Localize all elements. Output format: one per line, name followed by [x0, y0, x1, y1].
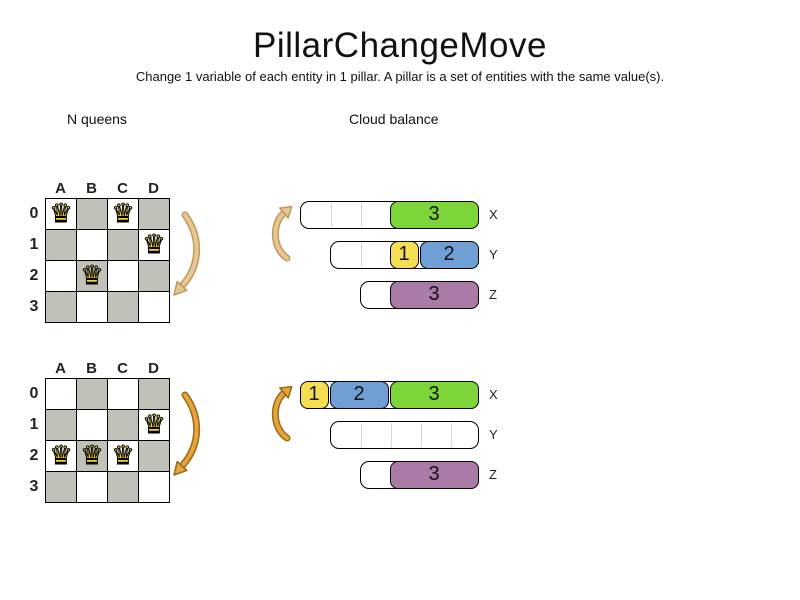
cloud-bar-y-after — [330, 421, 479, 449]
board-cell: ♛ — [77, 441, 107, 472]
board-cell — [139, 379, 169, 409]
slot-divider — [391, 423, 392, 447]
board-cell — [46, 230, 76, 260]
column-header: D — [148, 360, 159, 377]
cloud-bar-z-after: 3 — [360, 460, 479, 489]
bar-label-z: Z — [489, 467, 497, 482]
board-cell — [139, 472, 169, 502]
column-header: D — [148, 180, 159, 197]
row-header: 2 — [29, 447, 39, 464]
board-cell — [108, 261, 138, 291]
nqueens-section-label: N queens — [67, 111, 127, 127]
board-cell: ♛ — [46, 441, 76, 472]
board-cell: ♛ — [108, 199, 138, 230]
row-header: 0 — [29, 385, 39, 402]
board-column-headers: A B C D — [45, 360, 170, 377]
move-arrow-up-icon — [271, 385, 293, 442]
cloud-balance-section-label: Cloud balance — [349, 111, 439, 127]
row-header: 2 — [29, 267, 39, 284]
column-header: B — [86, 360, 97, 377]
chessboard-after: ♛ ♛ ♛ ♛ — [45, 378, 170, 503]
bar-label-x: X — [489, 387, 498, 402]
board-cell — [108, 410, 138, 440]
slot-divider — [361, 243, 362, 267]
board-cell — [108, 292, 138, 322]
queen-icon: ♛ — [142, 230, 166, 261]
row-header: 1 — [29, 236, 39, 253]
board-cell — [46, 292, 76, 322]
slot-divider — [331, 203, 332, 227]
row-header: 3 — [29, 478, 39, 495]
bar-label-z: Z — [489, 287, 497, 302]
process-block: 3 — [389, 460, 479, 489]
board-cell — [139, 441, 169, 471]
board-cell — [77, 379, 107, 409]
column-header: C — [117, 180, 128, 197]
board-cell: ♛ — [108, 441, 138, 472]
board-cell: ♛ — [139, 410, 169, 441]
process-block: 2 — [329, 380, 389, 409]
slot-divider — [361, 423, 362, 447]
board-cell — [139, 199, 169, 229]
queen-icon: ♛ — [80, 441, 104, 472]
queen-icon: ♛ — [142, 410, 166, 441]
queen-icon: ♛ — [49, 441, 73, 472]
cloud-bar-z-before: 3 — [360, 280, 479, 309]
slot-divider — [361, 203, 362, 227]
chessboard-before: ♛ ♛ ♛ ♛ — [45, 198, 170, 323]
bar-label-y: Y — [489, 427, 498, 442]
cloud-bar-x-after: 1 2 3 — [299, 380, 479, 409]
process-block: 3 — [389, 280, 479, 309]
board-cell: ♛ — [46, 199, 76, 230]
move-arrow-down-icon — [173, 211, 201, 296]
cloud-bar-x-before: 3 — [300, 200, 479, 229]
board-cell — [46, 261, 76, 291]
bar-label-y: Y — [489, 247, 498, 262]
board-cell — [46, 410, 76, 440]
board-cell — [77, 410, 107, 440]
cloud-bar-y-before: 1 2 — [330, 240, 479, 269]
column-header: A — [55, 180, 66, 197]
page-subtitle: Change 1 variable of each entity in 1 pi… — [135, 69, 665, 84]
board-cell — [77, 199, 107, 229]
board-cell — [108, 472, 138, 502]
board-cell — [46, 379, 76, 409]
column-header: A — [55, 360, 66, 377]
process-block: 1 — [299, 380, 329, 409]
queen-icon: ♛ — [49, 199, 73, 230]
queen-icon: ♛ — [80, 261, 104, 292]
process-block: 1 — [389, 240, 419, 269]
board-cell — [77, 292, 107, 322]
row-header: 3 — [29, 298, 39, 315]
board-cell: ♛ — [139, 230, 169, 261]
board-cell — [139, 292, 169, 322]
move-arrow-down-icon — [173, 391, 201, 476]
board-row-headers: 0 1 2 3 — [26, 378, 42, 502]
board-cell — [139, 261, 169, 291]
move-arrow-up-icon — [271, 205, 293, 262]
process-block: 3 — [389, 200, 479, 229]
board-column-headers: A B C D — [45, 180, 170, 197]
row-header: 1 — [29, 416, 39, 433]
process-block: 2 — [419, 240, 479, 269]
queen-icon: ♛ — [111, 199, 135, 230]
process-block: 3 — [389, 380, 479, 409]
board-cell — [46, 472, 76, 502]
page-title: PillarChangeMove — [253, 26, 547, 65]
board-cell — [77, 230, 107, 260]
bar-label-x: X — [489, 207, 498, 222]
board-cell — [77, 472, 107, 502]
queen-icon: ♛ — [111, 441, 135, 472]
board-cell: ♛ — [77, 261, 107, 292]
column-header: B — [86, 180, 97, 197]
slot-divider — [421, 423, 422, 447]
board-cell — [108, 379, 138, 409]
board-cell — [108, 230, 138, 260]
board-row-headers: 0 1 2 3 — [26, 198, 42, 322]
slot-divider — [451, 423, 452, 447]
column-header: C — [117, 360, 128, 377]
row-header: 0 — [29, 205, 39, 222]
